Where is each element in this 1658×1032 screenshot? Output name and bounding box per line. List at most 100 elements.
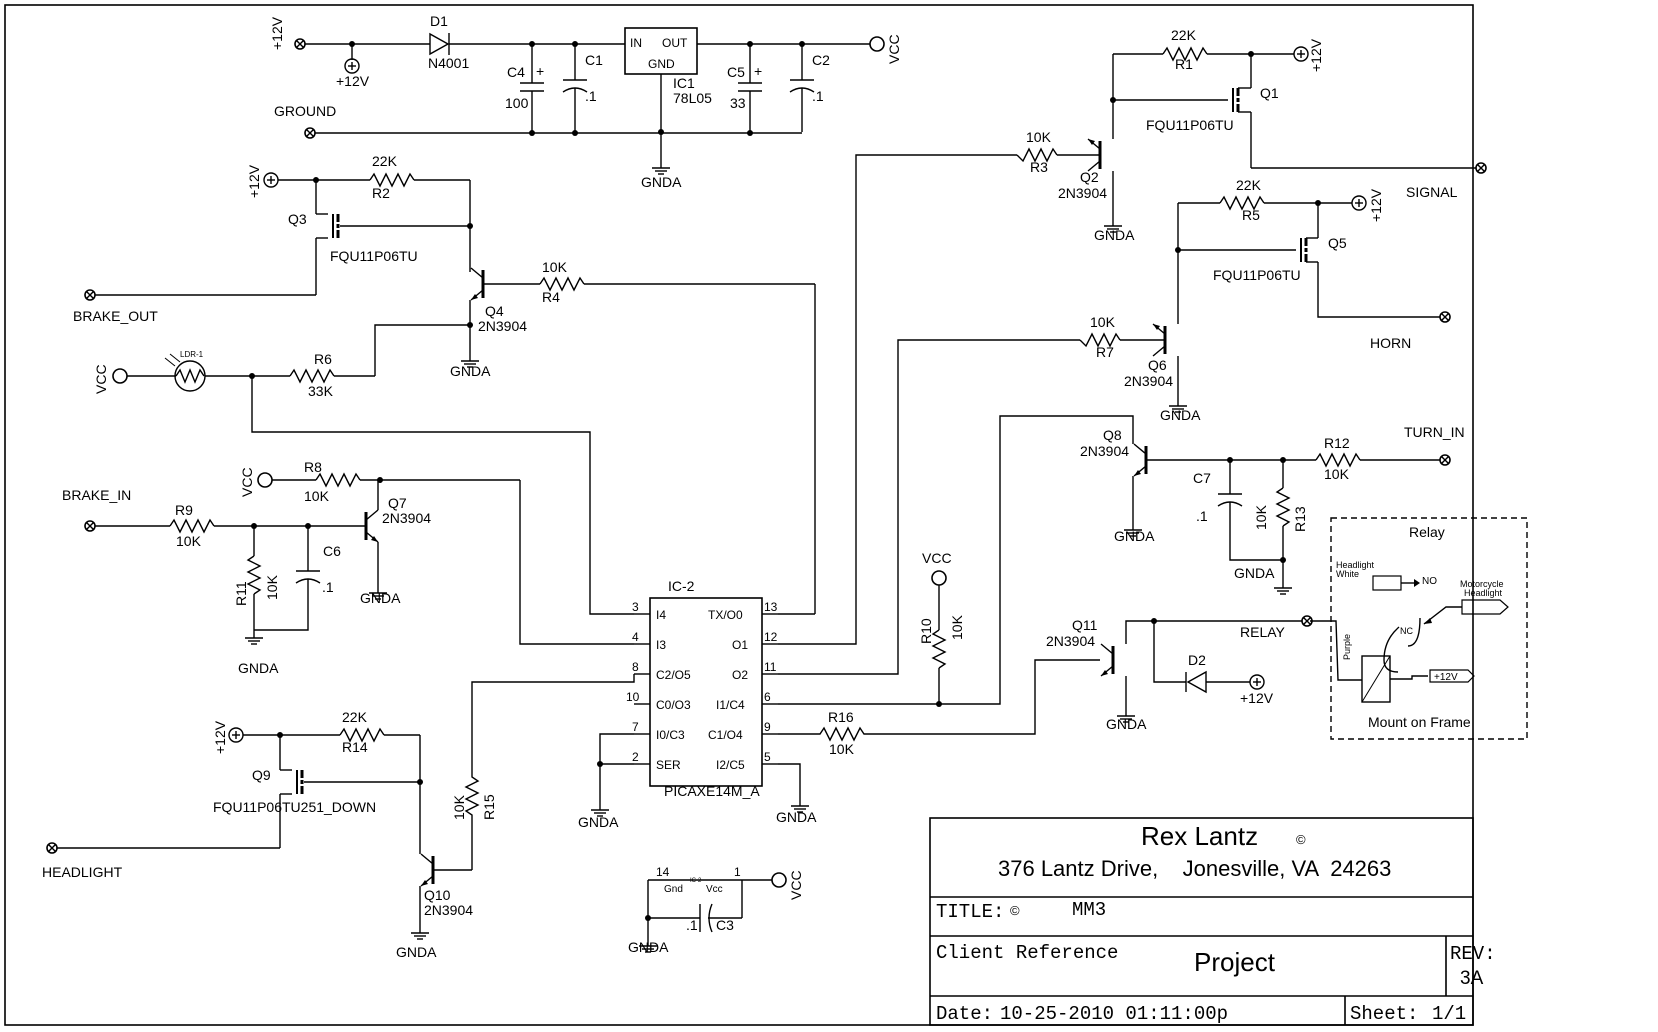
q4-part: 2N3904 bbox=[478, 318, 527, 334]
r13-value: 10K bbox=[1253, 504, 1269, 530]
headlight-label: HEADLIGHT bbox=[42, 864, 123, 880]
q7-label: Q7 bbox=[388, 495, 407, 511]
relay-box: Relay Headlight White NO Motorcycle Head… bbox=[1310, 517, 1528, 740]
r4-value: 10K bbox=[542, 259, 568, 275]
pin-name-l5: SER bbox=[656, 758, 681, 772]
pin-name-r2: O2 bbox=[732, 668, 748, 682]
pin-num-l5: 2 bbox=[632, 750, 639, 764]
relay-purple: Purple bbox=[1342, 634, 1352, 660]
c5-label: C5 bbox=[727, 64, 745, 80]
date-value: 10-25-2010 01:11:00p bbox=[1000, 1003, 1228, 1025]
r13-label: R13 bbox=[1292, 506, 1308, 532]
gnda-c3: GNDA bbox=[628, 939, 669, 955]
client-reference-label: Client Reference bbox=[936, 942, 1118, 964]
pin-name-l2: C2/O5 bbox=[656, 668, 691, 682]
ic1-gnd: GND bbox=[648, 57, 675, 71]
pin-num-r3: 6 bbox=[764, 690, 771, 704]
headlight-section: +12V 22K R14 Q9 FQU11P06TU251_DOWN HEADL… bbox=[42, 674, 635, 960]
r14-value: 22K bbox=[342, 709, 368, 725]
c3-vcc: Vcc bbox=[706, 884, 723, 895]
q11-label: Q11 bbox=[1072, 617, 1098, 633]
q4-label: Q4 bbox=[485, 303, 504, 319]
r16-label: R16 bbox=[828, 709, 854, 725]
vcc-c3-label: VCC bbox=[788, 870, 804, 900]
rev-value: 3A bbox=[1460, 968, 1484, 989]
c6-value: .1 bbox=[322, 579, 334, 595]
d2-label: D2 bbox=[1188, 652, 1206, 668]
brake-in-label: BRAKE_IN bbox=[62, 487, 131, 503]
power-supply-section: +12V +12V D1 N4001 + C4 100 C1 .1 IN OUT… bbox=[269, 13, 902, 190]
turn-in-label: TURN_IN bbox=[1404, 424, 1465, 440]
relay-title: Relay bbox=[1409, 524, 1445, 540]
r7-value: 10K bbox=[1090, 314, 1116, 330]
plus12-label: +12V bbox=[269, 16, 285, 50]
pin-name-r5: I2/C5 bbox=[716, 758, 745, 772]
ldr-body bbox=[174, 360, 206, 392]
relay-mount: Mount on Frame bbox=[1368, 714, 1471, 730]
ic1-in: IN bbox=[630, 36, 642, 50]
gnda-q4: GNDA bbox=[450, 363, 491, 379]
r8-label: R8 bbox=[304, 459, 322, 475]
r15-value: 10K bbox=[451, 794, 467, 820]
date-label: Date: bbox=[936, 1003, 993, 1025]
r8-value: 10K bbox=[304, 488, 330, 504]
brake-out-label: BRAKE_OUT bbox=[73, 308, 158, 324]
r10-value: 10K bbox=[949, 614, 965, 640]
q10-part: 2N3904 bbox=[424, 902, 473, 918]
pin-name-l0: I4 bbox=[656, 608, 666, 622]
hl-white-2: White bbox=[1336, 569, 1359, 579]
ic1-part: 78L05 bbox=[673, 90, 712, 106]
r6-label: R6 bbox=[314, 351, 332, 367]
gnda-q10: GNDA bbox=[396, 944, 437, 960]
horn-label: HORN bbox=[1370, 335, 1411, 351]
pin-name-l1: I3 bbox=[656, 638, 666, 652]
c4-label: C4 bbox=[507, 64, 525, 80]
r12-label: R12 bbox=[1324, 435, 1350, 451]
c3-pin1: 1 bbox=[734, 865, 741, 879]
c5-plus: + bbox=[754, 63, 762, 79]
gnda-r11: GNDA bbox=[238, 660, 279, 676]
moto-2: Headlight bbox=[1464, 588, 1503, 598]
author-name: Rex Lantz bbox=[1141, 821, 1258, 851]
q9-part: FQU11P06TU251_DOWN bbox=[213, 799, 376, 815]
c2-label: C2 bbox=[812, 52, 830, 68]
pin-name-l3: C0/O3 bbox=[656, 698, 691, 712]
rev-label: REV: bbox=[1450, 943, 1496, 965]
q5-part: FQU11P06TU bbox=[1213, 267, 1301, 283]
c5-value: 33 bbox=[730, 95, 746, 111]
horn-section: 22K R5 +12V Q5 FQU11P06TU HORN 10K R7 Q6… bbox=[778, 177, 1451, 675]
pin-num-r0: 13 bbox=[764, 600, 778, 614]
ic2-picaxe: IC-2 PICAXE14M_A 3 4 8 10 7 2 I4 I3 C2/O… bbox=[578, 578, 817, 830]
gnda-q7: GNDA bbox=[360, 590, 401, 606]
gnda-q6: GNDA bbox=[1160, 407, 1201, 423]
pin-num-l2: 8 bbox=[632, 660, 639, 674]
pin-name-r3: I1/C4 bbox=[716, 698, 745, 712]
c1-value: .1 bbox=[585, 88, 597, 104]
r1-value: 22K bbox=[1171, 27, 1197, 43]
r3-label: R3 bbox=[1030, 159, 1048, 175]
ground-label: GROUND bbox=[274, 103, 336, 119]
gnda-q11: GNDA bbox=[1106, 716, 1147, 732]
pin-num-r2: 11 bbox=[764, 660, 777, 674]
pin-num-l4: 7 bbox=[632, 720, 639, 734]
relay-driver-section: VCC R10 10K R16 10K Q11 2N3904 GNDA D2 +… bbox=[778, 550, 1313, 757]
gnda-q2: GNDA bbox=[1094, 227, 1135, 243]
plus12-label-4: +12V bbox=[212, 720, 228, 754]
pin-name-l4: I0/C3 bbox=[656, 728, 685, 742]
q8-label: Q8 bbox=[1103, 427, 1122, 443]
ic2-name: IC-2 bbox=[668, 578, 695, 594]
plus12-d2: +12V bbox=[1240, 690, 1274, 706]
q8-part: 2N3904 bbox=[1080, 443, 1129, 459]
c3-value: .1 bbox=[686, 917, 698, 933]
r11-value: 10K bbox=[264, 574, 280, 600]
pin-num-r1: 12 bbox=[764, 630, 778, 644]
relay-plus12: +12V bbox=[1434, 672, 1458, 683]
vcc-r8-label: VCC bbox=[239, 467, 255, 497]
ldr-label: LDR-1 bbox=[180, 350, 204, 359]
brake-out-section: +12V 22K R2 Q3 FQU11P06TU BRAKE_OUT 10K … bbox=[73, 153, 816, 615]
r11-label: R11 bbox=[233, 581, 249, 606]
d1-label: D1 bbox=[430, 13, 448, 29]
r2-value: 22K bbox=[372, 153, 398, 169]
c3-label: C3 bbox=[716, 917, 734, 933]
pin-name-r1: O1 bbox=[732, 638, 748, 652]
